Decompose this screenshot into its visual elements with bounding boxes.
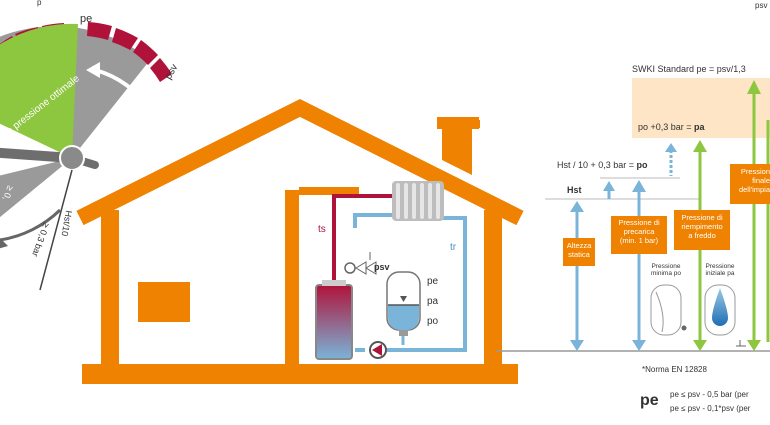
corner-text-right: psv bbox=[755, 1, 767, 10]
house-base bbox=[82, 364, 518, 384]
box-precarica-text: Pressione di precarica (min. 1 bar) bbox=[611, 218, 667, 245]
gauge-label-left: ≥ 0, bbox=[1, 184, 16, 201]
label-hst: Hst bbox=[567, 185, 582, 195]
mini-left-label: Pressione minima po bbox=[646, 263, 686, 277]
label-norma: *Norma EN 12828 bbox=[642, 365, 707, 374]
label-pe-big: pe bbox=[640, 392, 659, 409]
mini-vessel-left bbox=[650, 284, 687, 336]
label-po-pa: po +0,3 bar = pa bbox=[638, 122, 706, 132]
house-left-wall bbox=[101, 210, 119, 370]
label-tr: tr bbox=[450, 242, 457, 253]
gauge-label-hst: Hst/10 bbox=[60, 210, 74, 237]
pressure-levels-chart: SWKI Standard pe = psv/1,3 po +0,3 bar =… bbox=[496, 64, 770, 413]
box-finale-line-2: finale bbox=[752, 176, 770, 185]
house bbox=[76, 99, 524, 384]
heating-circuit: ts tr psv pe pa po bbox=[315, 181, 467, 360]
box-precarica-line-3: (min. 1 bar) bbox=[619, 236, 659, 245]
boiler-tank bbox=[315, 284, 353, 360]
vessel-label-po: po bbox=[427, 316, 439, 327]
peach-zone bbox=[632, 78, 770, 138]
box-altezza-line-1: Altezza bbox=[566, 241, 592, 250]
house-chimney bbox=[442, 120, 480, 175]
supply-pipe bbox=[332, 194, 400, 285]
house-window bbox=[138, 282, 190, 322]
house-right-wall bbox=[484, 210, 502, 370]
mini-vessel-right bbox=[704, 284, 736, 336]
box-riempimento-line-2: riempimento bbox=[681, 222, 723, 231]
gauge-hst-line bbox=[39, 169, 73, 291]
box-finale bbox=[730, 164, 770, 204]
gauge-arrow-arc bbox=[94, 68, 152, 112]
vessel-label-pe: pe bbox=[427, 276, 439, 287]
box-riempimento-line-3: a freddo bbox=[688, 231, 716, 240]
gauge-arrow-head bbox=[86, 62, 100, 78]
box-precarica-line-2: precarica bbox=[623, 227, 655, 236]
box-precarica bbox=[611, 216, 667, 254]
box-finale-text: Pression finale dell'impia bbox=[730, 167, 770, 194]
mini-right-label: Pressione iniziale pa bbox=[700, 263, 740, 277]
box-riempimento-line-1: Pressione di bbox=[681, 213, 723, 222]
mini-left-line-1: Pressione bbox=[651, 263, 681, 270]
box-altezza-line-2: statica bbox=[568, 250, 590, 259]
pressure-gauge: pe psv po pressione ottimale Hst/10 ≥ 0,… bbox=[0, 13, 180, 291]
gauge-label-pe: pe bbox=[80, 13, 92, 25]
box-finale-line-1: Pression bbox=[740, 167, 770, 176]
label-swki: SWKI Standard pe = psv/1,3 bbox=[632, 64, 746, 74]
box-altezza-text: Altezza statica bbox=[563, 241, 595, 259]
box-riempimento-text: Pressione di riempimento a freddo bbox=[674, 213, 730, 240]
gauge-lower-sector bbox=[0, 158, 72, 218]
gauge-hub bbox=[59, 145, 85, 171]
house-inner-wall bbox=[285, 190, 299, 365]
formula-line-2: pe ≤ psv - 0,1*psv (per bbox=[670, 404, 751, 413]
box-altezza bbox=[563, 238, 595, 266]
label-hst-po: Hst / 10 + 0,3 bar = po bbox=[557, 160, 648, 170]
mini-left-line-2: minima po bbox=[651, 270, 681, 277]
vessel-label-pa: pa bbox=[427, 296, 439, 307]
radiator bbox=[392, 181, 444, 221]
mini-right-line-1: Pressione bbox=[705, 263, 735, 270]
box-riempimento bbox=[674, 210, 730, 250]
gauge-needle bbox=[0, 147, 77, 163]
house-roof bbox=[76, 99, 524, 226]
label-ts: ts bbox=[318, 224, 326, 235]
gauge-label-bar: ≥ 0,3 bar bbox=[30, 221, 52, 258]
box-finale-line-3: dell'impia bbox=[738, 185, 770, 194]
gauge-green-sector bbox=[0, 23, 78, 158]
safety-valve-icon bbox=[344, 262, 356, 274]
label-valve-psv: psv bbox=[374, 262, 390, 272]
box-precarica-line-1: Pressione di bbox=[618, 218, 660, 227]
mini-right-line-2: iniziale pa bbox=[705, 270, 735, 277]
formula-line-1: pe ≤ psv - 0,5 bar (per bbox=[670, 390, 749, 399]
corner-text-left: p bbox=[37, 0, 42, 7]
